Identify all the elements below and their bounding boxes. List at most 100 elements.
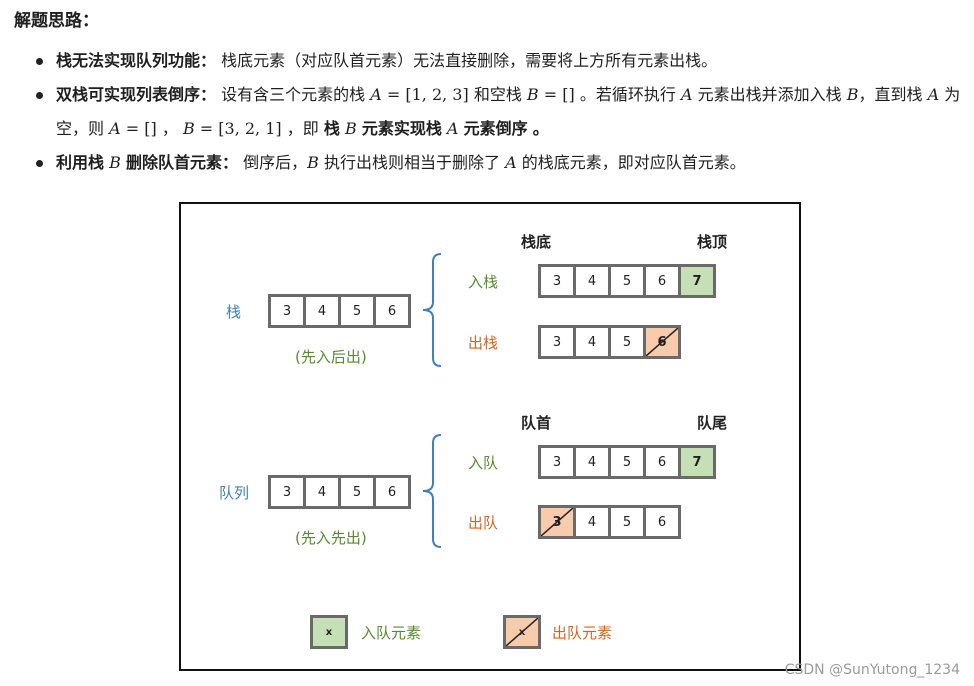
math-var-a: A xyxy=(680,85,693,104)
pushed-element-cell: 7 xyxy=(681,267,713,295)
text-segment: 元素出栈并添加入栈 xyxy=(697,85,842,104)
bullet-item-1: 栈无法实现队列功能： 栈底元素（对应队首元素）无法直接删除，需要将上方所有元素出… xyxy=(32,44,962,78)
math-var-a: A xyxy=(109,119,121,138)
math-var-a: A xyxy=(927,85,940,104)
queue-brace-icon xyxy=(422,434,442,548)
text-segment: 。若循环执行 xyxy=(579,85,676,104)
text-segment: 的栈底元素，即对应队首元素。 xyxy=(521,153,746,172)
enqueue-cell: 5 xyxy=(611,448,643,476)
explanation-list: 栈无法实现队列功能： 栈底元素（对应队首元素）无法直接删除，需要将上方所有元素出… xyxy=(32,44,962,180)
queue-label: 队列 xyxy=(219,484,250,502)
math-var-b: B xyxy=(344,119,357,138)
legend-out-symbol: x xyxy=(518,626,526,638)
queue-row: 3 4 5 6 xyxy=(268,475,411,509)
bullet-dot-icon xyxy=(36,160,43,167)
dequeue-cell: 4 xyxy=(576,508,608,536)
math-var-a: A xyxy=(446,119,459,138)
stack-row: 3 4 5 6 xyxy=(268,294,411,328)
math-var-b: B xyxy=(109,153,121,172)
text-segment: ， xyxy=(161,119,178,138)
bullet-dot-icon xyxy=(36,58,43,65)
text-segment: 倒序后， xyxy=(243,153,308,172)
push-cell: 3 xyxy=(541,267,573,295)
dequeue-cell: 6 xyxy=(646,508,678,536)
bullet-item-3: 利用栈 B 删除队首元素： 倒序后，B 执行出栈则相当于删除了 A 的栈底元素，… xyxy=(32,146,962,180)
stack-top-label: 栈顶 xyxy=(697,233,728,251)
text-segment: 和空栈 xyxy=(473,85,522,104)
queue-note: (先入先出) xyxy=(295,529,367,547)
push-cell: 6 xyxy=(646,267,678,295)
legend-out-swatch: x xyxy=(503,615,541,649)
queue-cell: 5 xyxy=(341,478,373,506)
pop-cell: 5 xyxy=(611,328,643,356)
watermark: CSDN @SunYutong_1234 xyxy=(784,662,960,678)
bullet-item-2: 双栈可实现列表倒序： 设有含三个元素的栈 A = [1, 2, 3] 和空栈 B… xyxy=(32,78,962,146)
stack-bottom-label: 栈底 xyxy=(521,233,552,251)
queue-tail-label: 队尾 xyxy=(697,414,728,432)
bullet-title-2: 双栈可实现列表倒序： xyxy=(56,85,217,104)
queue-cell: 4 xyxy=(306,478,338,506)
queue-head-label: 队首 xyxy=(521,414,552,432)
bullet-text-1: 栈底元素（对应队首元素）无法直接删除，需要将上方所有元素出栈。 xyxy=(221,51,718,70)
enqueue-row: 3 4 5 6 7 xyxy=(538,445,716,479)
section-heading: 解题思路： xyxy=(14,11,99,31)
bullet-title-3-post: 删除队首元素： xyxy=(125,153,238,172)
bold-segment: 元素实现栈 xyxy=(361,119,442,138)
push-label: 入栈 xyxy=(468,273,499,291)
math-expr: = [1, 2, 3] xyxy=(381,85,474,104)
stack-cell: 6 xyxy=(376,297,408,325)
dequeued-value: 3 xyxy=(552,514,562,530)
queue-cell: 3 xyxy=(271,478,303,506)
dequeued-element-cell: 3 xyxy=(541,508,573,536)
bold-segment: 元素倒序 xyxy=(463,119,528,138)
queue-cell: 6 xyxy=(376,478,408,506)
bold-segment: 栈 xyxy=(323,119,340,138)
dequeue-label: 出队 xyxy=(468,514,499,532)
stack-note: (先入后出) xyxy=(295,348,367,366)
enqueued-element-cell: 7 xyxy=(681,448,713,476)
text-segment: 为空，则 xyxy=(56,85,961,138)
bullet-title-1: 栈无法实现队列功能： xyxy=(56,51,217,70)
dequeue-row: 3 4 5 6 xyxy=(538,505,681,539)
legend-out-label: 出队元素 xyxy=(552,624,613,642)
stack-brace-icon xyxy=(422,253,442,367)
math-var-a: A xyxy=(370,85,382,104)
legend-in-label: 入队元素 xyxy=(361,624,422,642)
math-var-b: B xyxy=(182,119,195,138)
stack-cell: 3 xyxy=(271,297,303,325)
pop-row: 3 4 5 6 xyxy=(538,325,681,359)
stack-label: 栈 xyxy=(226,303,242,321)
math-var-b: B xyxy=(526,85,539,104)
enqueue-label: 入队 xyxy=(468,454,499,472)
push-cell: 5 xyxy=(611,267,643,295)
text-segment: 设有含三个元素的栈 xyxy=(221,85,366,104)
enqueue-cell: 3 xyxy=(541,448,573,476)
math-expr: = [] xyxy=(538,85,580,104)
math-expr: = [3, 2, 1] xyxy=(194,119,287,138)
pop-cell: 4 xyxy=(576,328,608,356)
text-segment: ，直到栈 xyxy=(858,85,923,104)
legend-in-swatch: x xyxy=(310,615,348,649)
enqueue-cell: 6 xyxy=(646,448,678,476)
stack-cell: 5 xyxy=(341,297,373,325)
strike-through-icon xyxy=(646,328,678,356)
pop-cell: 3 xyxy=(541,328,573,356)
enqueue-cell: 4 xyxy=(576,448,608,476)
text-segment: 。 xyxy=(532,119,549,138)
math-expr: = [] xyxy=(120,119,162,138)
strike-through-icon xyxy=(541,508,573,536)
push-row: 3 4 5 6 7 xyxy=(538,264,716,298)
math-var-b: B xyxy=(307,153,319,172)
push-cell: 4 xyxy=(576,267,608,295)
math-var-b: B xyxy=(846,85,859,104)
bullet-dot-icon xyxy=(36,92,43,99)
popped-element-cell: 6 xyxy=(646,328,678,356)
bullet-title-3-pre: 利用栈 xyxy=(56,153,105,172)
text-segment: ，即 xyxy=(286,119,319,138)
math-var-a: A xyxy=(505,153,517,172)
pop-label: 出栈 xyxy=(468,334,499,352)
popped-value: 6 xyxy=(657,334,667,350)
stack-cell: 4 xyxy=(306,297,338,325)
strike-through-icon xyxy=(506,618,538,646)
text-segment: 执行出栈则相当于删除了 xyxy=(323,153,500,172)
